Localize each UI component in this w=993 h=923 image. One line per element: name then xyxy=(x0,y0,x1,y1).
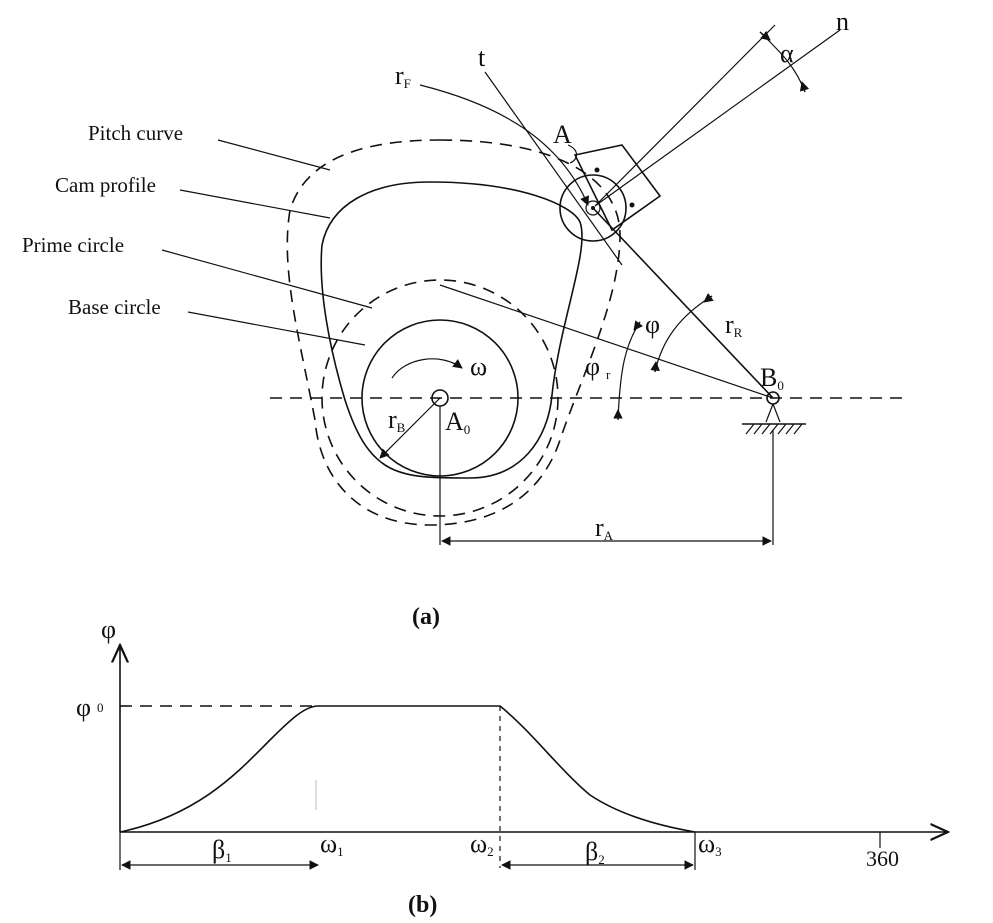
alpha-arrow-b xyxy=(799,81,810,93)
rf-label: rF xyxy=(395,61,411,91)
phi-label: φ xyxy=(645,310,660,339)
ground-hatching xyxy=(745,423,803,435)
beta1-label: β1 xyxy=(212,835,232,865)
cam-profile-label: Cam profile xyxy=(55,173,156,197)
pitch-curve-leader xyxy=(217,139,331,171)
roller xyxy=(559,174,627,242)
phir-arrow-top xyxy=(633,320,644,331)
prime-circle-leader xyxy=(161,249,373,309)
caption-b: (b) xyxy=(408,892,437,918)
pitch-curve-label: Pitch curve xyxy=(88,121,183,145)
phi-arrow-bottom xyxy=(650,361,660,373)
rb-label: rB xyxy=(388,405,406,435)
omega1-label: ω1 xyxy=(320,829,344,859)
follower-block xyxy=(573,144,662,232)
phi-arrow-top xyxy=(703,292,714,303)
x-end-label: 360 xyxy=(866,846,899,871)
base-circle-leader xyxy=(187,311,366,346)
cam-mechanism: Pitch curve Cam profile Prime circle Bas… xyxy=(22,7,905,630)
omega-arrow xyxy=(391,358,463,379)
phir-arc xyxy=(617,321,641,421)
tangent-line-t xyxy=(484,71,623,266)
ground-support-left xyxy=(765,403,774,423)
block-dot-2 xyxy=(629,202,635,208)
b0-label: B0 xyxy=(760,363,784,393)
ra-label: rA xyxy=(595,513,614,543)
point-a-label: A xyxy=(553,120,572,149)
normal-line-n xyxy=(594,29,841,207)
n-label: n xyxy=(836,7,849,36)
t-label: t xyxy=(478,43,486,72)
roller-center-dot xyxy=(591,206,595,210)
alpha-arrow-a xyxy=(759,30,771,41)
caption-a: (a) xyxy=(412,604,440,630)
omega3-label: ω3 xyxy=(698,829,722,859)
cam-profile-leader xyxy=(179,189,331,219)
follower-arm-line xyxy=(439,284,774,399)
cam-profile xyxy=(320,181,583,479)
base-circle-label: Base circle xyxy=(68,295,161,319)
displacement-curve xyxy=(119,705,696,833)
omega-label: ω xyxy=(470,352,487,381)
roller-center xyxy=(585,200,601,216)
ground-support-right xyxy=(772,403,781,423)
force-line xyxy=(594,24,776,207)
a0-label: A0 xyxy=(445,407,470,437)
rf-leader xyxy=(419,84,589,206)
pitch-curve xyxy=(286,139,621,526)
omega2-label: ω2 xyxy=(470,829,494,859)
rb-arrow xyxy=(379,397,441,459)
beta2-label: β2 xyxy=(585,837,605,867)
rr-label: rR xyxy=(725,310,743,340)
follower-arm xyxy=(592,207,774,399)
prime-circle-label: Prime circle xyxy=(22,233,124,257)
a-leader xyxy=(567,144,578,164)
block-dot-1 xyxy=(594,167,600,173)
graph-y-axis-label: φ xyxy=(101,615,116,644)
alpha-label: α xyxy=(780,39,794,68)
